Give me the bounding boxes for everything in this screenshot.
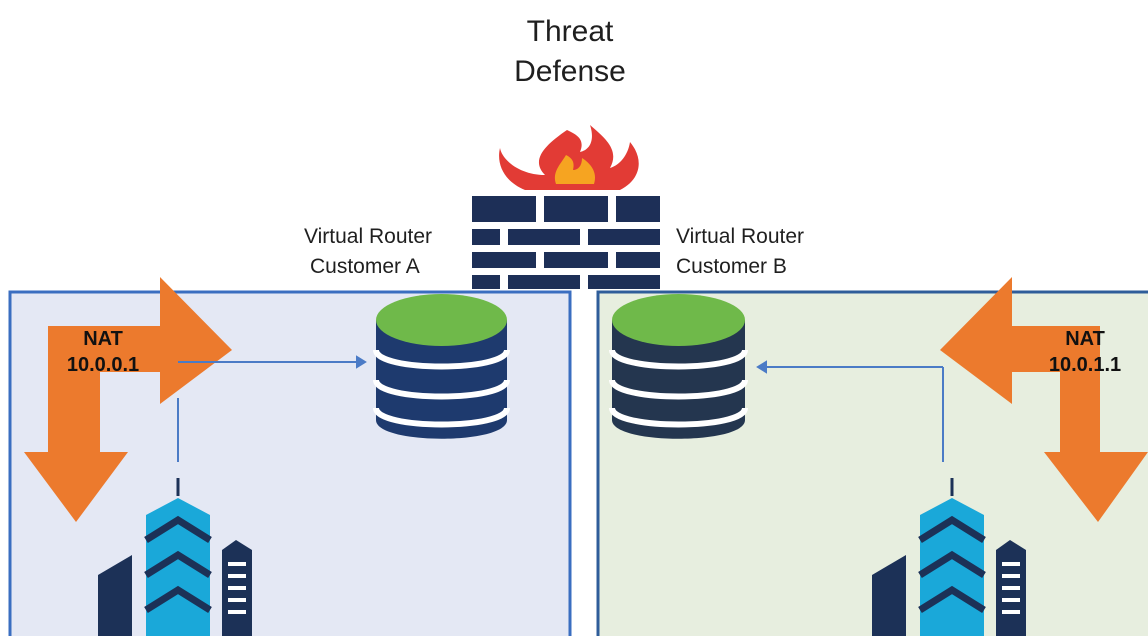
router-b-line-2: Customer B [676,255,787,278]
connector-customer-a [177,355,367,462]
router-a-line-1: Virtual Router [304,225,433,248]
diagram-title: Threat Defense [450,12,690,92]
nat-label-customer-b: NAT 10.0.1.1 [1030,326,1140,378]
nat-label-customer-a: NAT 10.0.0.1 [48,326,158,378]
router-label-customer-a: Virtual Router Customer A [304,222,432,282]
building-icon-customer-a [98,478,252,636]
connector-customer-b [756,360,944,462]
database-icon-customer-b [609,294,748,439]
nat-b-title: NAT [1065,328,1105,350]
building-icon-customer-b [872,478,1026,636]
router-b-line-1: Virtual Router [676,225,805,248]
nat-a-ip: 10.0.0.1 [66,354,140,376]
flame-icon [499,125,639,190]
title-line-2: Defense [514,55,626,88]
router-label-customer-b: Virtual Router Customer B [676,222,804,282]
firewall-icon [472,196,660,289]
router-a-line-2: Customer A [310,255,420,278]
nat-arrow-icon-customer-a [24,277,232,522]
nat-arrow-icon-customer-b [940,277,1148,522]
database-icon-customer-a [373,294,510,439]
nat-b-ip: 10.0.1.1 [1048,354,1122,376]
nat-a-title: NAT [83,328,123,350]
title-line-1: Threat [526,15,614,48]
